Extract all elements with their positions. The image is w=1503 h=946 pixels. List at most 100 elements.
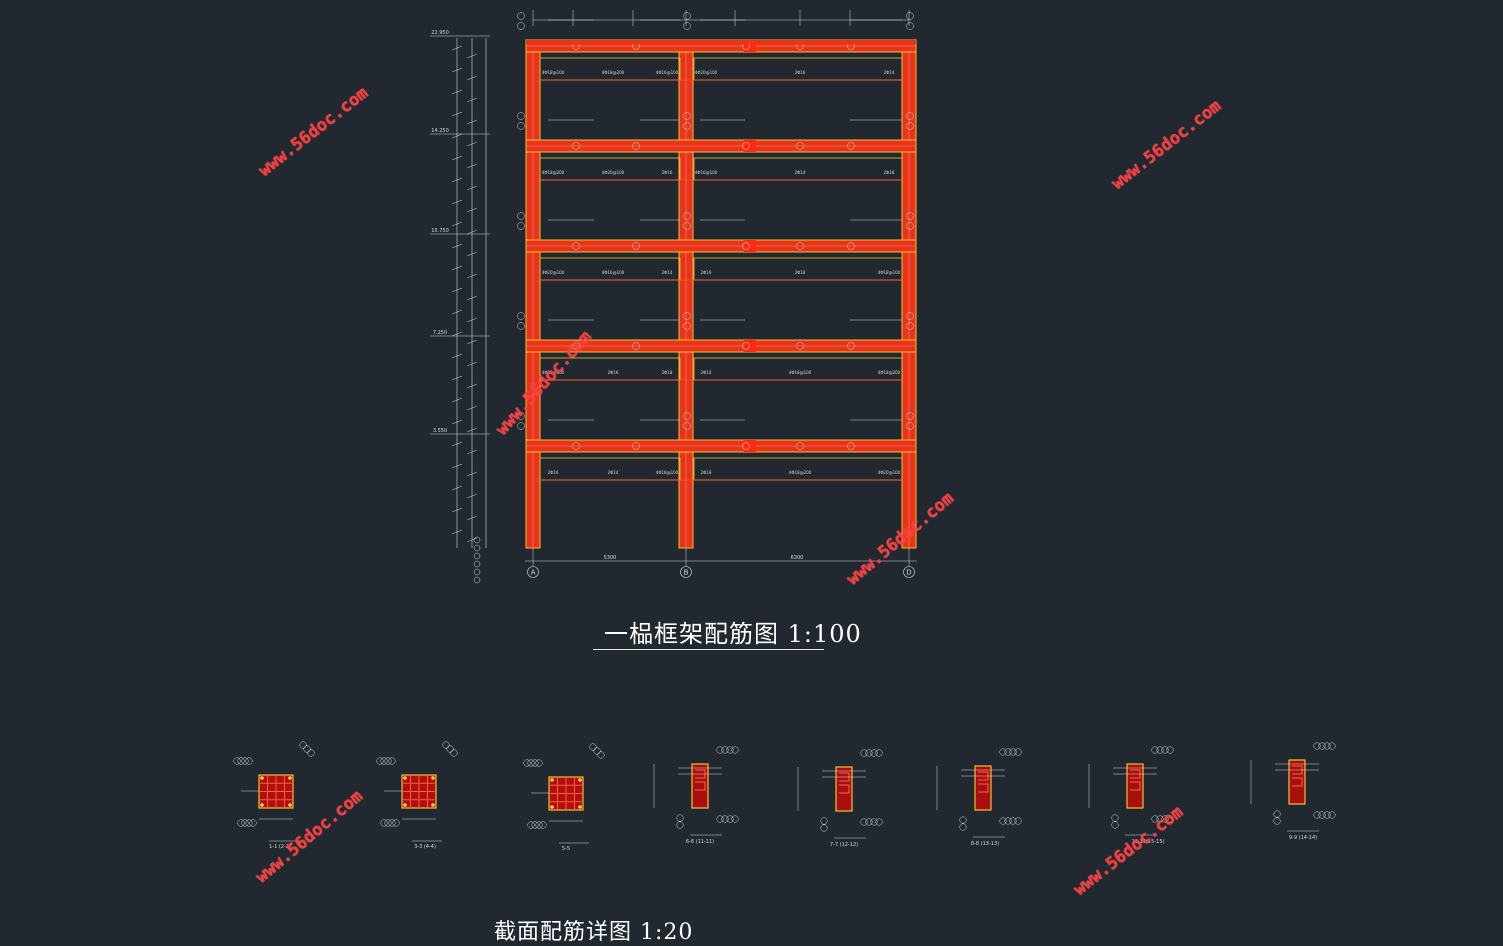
dimension-tick — [451, 89, 463, 95]
dimension-tick — [451, 375, 463, 381]
bar-marker — [535, 821, 543, 829]
dimension-tick — [466, 53, 478, 59]
bar-marker — [870, 749, 878, 757]
rebar-dot — [260, 776, 264, 780]
bar-marker — [442, 741, 450, 749]
bar-marker — [1151, 746, 1159, 754]
level-label: 22.950 — [431, 30, 449, 36]
dimension-tick — [451, 353, 463, 359]
bar-marker — [384, 819, 392, 827]
bar-marker — [572, 242, 580, 250]
bar-marker — [683, 312, 691, 320]
rebar-outline — [693, 157, 903, 181]
axis-label: B — [684, 569, 689, 577]
dimension-tick — [466, 493, 478, 499]
dimension-tick — [451, 155, 463, 161]
dimension-tick — [466, 273, 478, 279]
dimension-tick — [466, 361, 478, 367]
span-dimension: 6300 — [791, 555, 804, 561]
dimension-tick — [466, 383, 478, 389]
beam-section: 6-6 (11-11) — [653, 746, 739, 845]
axis-bubble — [527, 566, 539, 578]
dimension-tick — [466, 163, 478, 169]
dimension-tick — [451, 485, 463, 491]
bar-marker — [241, 757, 249, 765]
bar-marker — [875, 749, 883, 757]
bar-marker — [249, 819, 257, 827]
bar-marker — [906, 222, 914, 230]
bar-marker — [683, 22, 691, 30]
axis-label: D — [906, 569, 911, 577]
rebar-label: 2Φ16 — [662, 170, 673, 175]
bar-marker — [906, 312, 914, 320]
bar-marker — [1328, 742, 1336, 750]
dimension-tick — [451, 265, 463, 271]
bar-marker — [517, 212, 525, 220]
dimension-tick — [466, 339, 478, 345]
bar-marker — [906, 412, 914, 420]
bar-marker — [517, 122, 525, 130]
bar-marker — [376, 757, 384, 765]
bar-marker — [446, 745, 454, 753]
bar-marker — [683, 212, 691, 220]
rebar-outline — [539, 457, 681, 481]
rebar-label: 2Φ16 — [548, 470, 559, 475]
bar-marker — [906, 112, 914, 120]
bar-marker — [233, 757, 241, 765]
bar-marker — [539, 821, 547, 829]
marker-circle — [473, 536, 481, 544]
dimension-tick — [451, 45, 463, 51]
bar-marker — [683, 322, 691, 330]
bar-marker — [517, 412, 525, 420]
axis-bubble — [903, 566, 915, 578]
section-drawing-title: 截面配筋详图 1:20 — [494, 920, 694, 945]
axis-bubble — [680, 566, 692, 578]
beam-section: 9-9 (14-14) — [1250, 742, 1336, 841]
bar-marker — [299, 741, 307, 749]
rebar-label: 2Φ14 — [608, 470, 619, 475]
bar-marker — [380, 819, 388, 827]
rebar-label: 4Φ16@100 — [656, 70, 679, 75]
rebar-dot — [550, 805, 554, 809]
bar-marker — [726, 746, 734, 754]
marker-circle — [473, 544, 481, 552]
bar-marker — [517, 322, 525, 330]
section-details: 1-1 (2-2) 3-3 (4-4) 5-5 6-6 (11-11) 7-7 (12-… — [233, 741, 1336, 852]
bar-marker — [572, 442, 580, 450]
column-section: 3-3 (4-4) — [376, 741, 458, 850]
rebar-label: 4Φ18@100 — [656, 470, 679, 475]
dimension-tick — [451, 287, 463, 293]
dimension-tick — [451, 397, 463, 403]
rebar-label: 2Φ18 — [701, 470, 712, 475]
dimension-tick — [451, 67, 463, 73]
column-section: 5-5 — [523, 743, 605, 852]
dimension-tick — [466, 449, 478, 455]
column-section: 1-1 (2-2) — [233, 741, 315, 850]
rebar-dot — [431, 776, 435, 780]
bar-marker — [1318, 811, 1326, 819]
bar-marker — [820, 817, 828, 825]
bar-marker — [860, 749, 868, 757]
bar-marker — [1156, 746, 1164, 754]
rebar-label: 4Φ18@100 — [542, 70, 565, 75]
section-label: 9-9 (14-14) — [1289, 835, 1317, 841]
rebar-label: 2Φ18 — [795, 270, 806, 275]
marker-circle — [473, 576, 481, 584]
section-label: 1-1 (2-2) — [269, 844, 291, 850]
bar-marker — [1161, 815, 1169, 823]
section-concrete — [974, 765, 992, 811]
section-label: 7-7 (12-12) — [830, 842, 858, 848]
bar-marker — [1151, 815, 1159, 823]
section-concrete — [1126, 763, 1144, 809]
bar-marker — [1111, 814, 1119, 822]
bar-marker — [716, 746, 724, 754]
bar-marker — [527, 759, 535, 767]
rebar-label: 2Φ14 — [884, 70, 895, 75]
bar-marker — [860, 818, 868, 826]
section-label: 8-8 (13-13) — [971, 841, 999, 847]
bar-marker — [1328, 811, 1336, 819]
beam-joint — [744, 440, 756, 452]
bar-marker — [742, 342, 750, 350]
